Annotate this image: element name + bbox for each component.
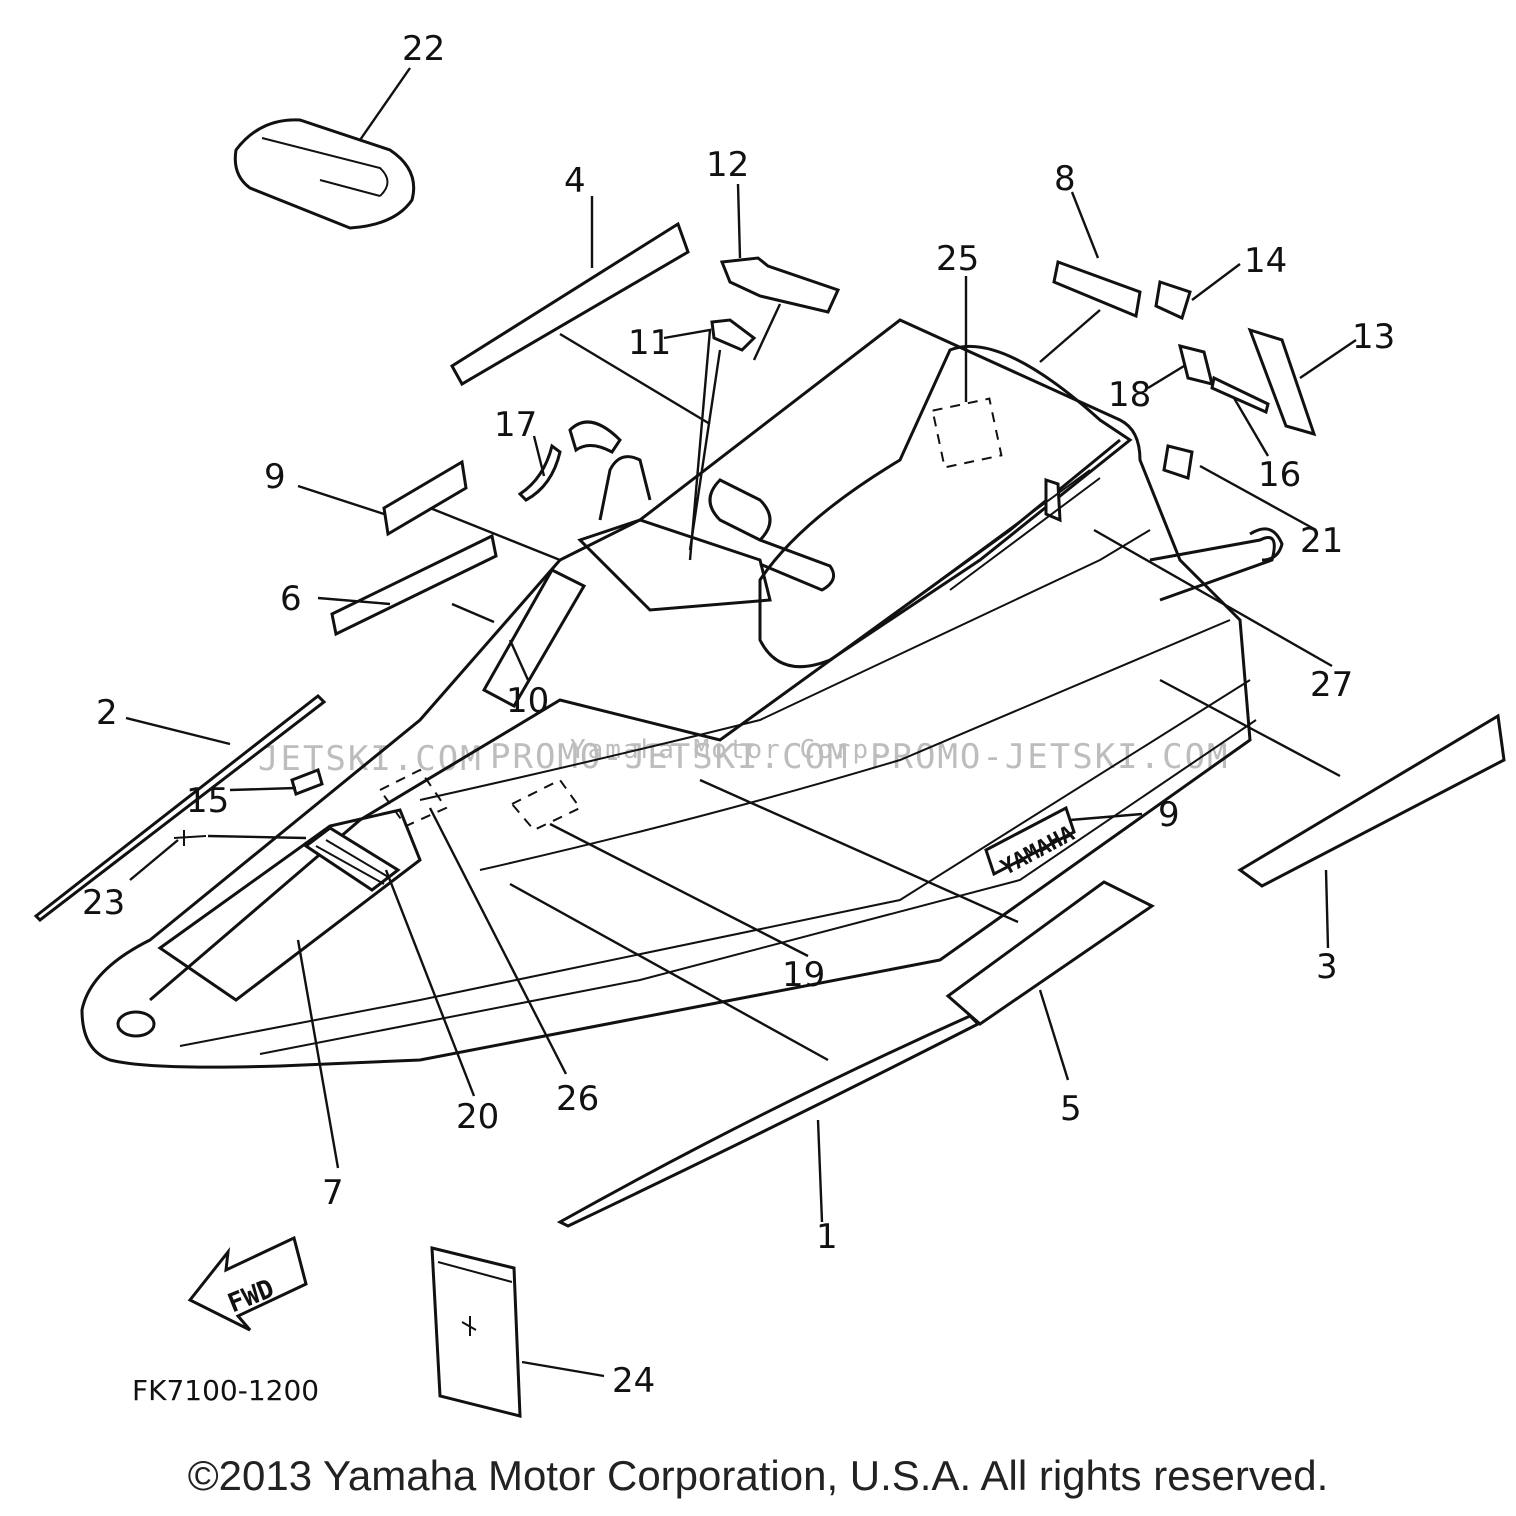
fwd-arrow-decal: FWD [187,1235,308,1332]
callout-3: 3 [1316,947,1338,987]
part-22-pad [233,118,416,230]
callout-22: 22 [402,29,445,69]
callout-1: 1 [816,1217,838,1257]
callout-23: 23 [82,883,125,923]
part-19-outline [510,778,582,832]
callout-15: 15 [186,781,229,821]
part-12-decal [719,256,841,314]
part-25-outline [931,397,1003,469]
part-16-decal [1210,375,1270,415]
part-10-decal [481,568,587,709]
part-26-outline [378,768,448,828]
part-20-vent [303,826,401,892]
watercraft-hull [80,318,1284,1069]
part-11-decal [710,318,757,352]
part-18-decal [1177,343,1215,387]
callout-21: 21 [1300,521,1343,561]
watermark-mid: Yamaha Motor Corp. [570,735,888,765]
callout-26: 26 [556,1079,599,1119]
callout-10: 10 [506,681,549,721]
part-24-manual [430,1246,522,1418]
callout-16: 16 [1258,455,1301,495]
part-8-decal [1052,259,1142,319]
part-4-strip [449,221,690,387]
callout-8: 8 [1054,159,1076,199]
part-code: FK7100-1200 [132,1374,319,1407]
part-14-decal [1154,280,1192,321]
part-9-upper-decal [382,459,468,537]
callout-6: 6 [280,579,302,619]
callout-17: 17 [494,405,537,445]
leader-lines [125,67,1357,1378]
callout-2: 2 [96,693,118,733]
callout-14: 14 [1244,241,1287,281]
callout-24: 24 [612,1361,655,1401]
watermark-right: PROMO-JETSKI.COM [870,737,1230,777]
copyright-notice: ©2013 Yamaha Motor Corporation, U.S.A. A… [187,1452,1329,1499]
callout-7: 7 [322,1173,344,1213]
callout-9-lower: 9 [1158,795,1180,835]
callout-11: 11 [628,323,671,363]
callout-20: 20 [456,1097,499,1137]
part-6-strip [330,533,498,637]
callout-19: 19 [782,955,825,995]
callout-12: 12 [706,145,749,185]
callout-25: 25 [936,239,979,279]
callout-9-upper: 9 [264,457,286,497]
callout-5: 5 [1060,1089,1082,1129]
callout-27: 27 [1310,665,1353,705]
part-1-strip [556,1014,981,1228]
exploded-view-drawing: JETSKI.COM PROMO-JETSKI.COM PROMO-JETSKI… [33,29,1506,1418]
callout-4: 4 [564,161,586,201]
part-17-clip [517,443,562,502]
callout-numbers: 22 4 12 11 8 25 14 13 18 16 21 17 9 6 10… [82,29,1395,1407]
callout-18: 18 [1108,375,1151,415]
part-13-decal [1247,327,1317,437]
part-15-decal [290,768,324,796]
part-2-strip [33,694,327,922]
part-21-decal [1162,444,1194,480]
callout-13: 13 [1352,317,1395,357]
part-23-rivet [173,830,207,846]
part-3-strip [1237,713,1506,888]
watermark-left: JETSKI.COM [258,739,483,779]
